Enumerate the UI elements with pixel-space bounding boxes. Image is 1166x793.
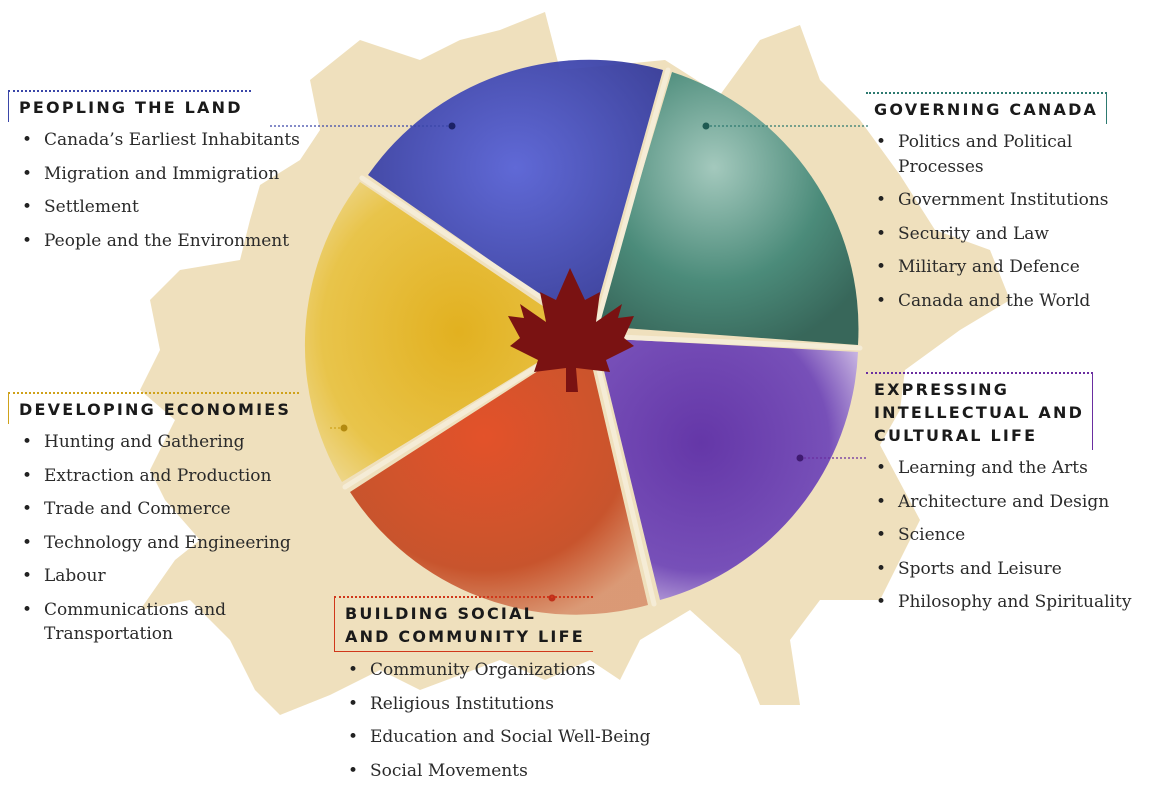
list-item: People and the Environment [8,229,308,254]
list-item: Security and Law [866,222,1156,247]
list-item: Canada and the World [866,289,1156,314]
list-item: Science [866,523,1164,548]
expressing-marker [796,454,804,462]
peopling-marker [448,122,456,130]
wheel-slice-developing [304,182,584,482]
list-item: Communications and Transportation [8,598,328,647]
theme-title: GOVERNING CANADA [866,92,1108,124]
theme-title: EXPRESSING INTELLECTUAL AND CULTURAL LIF… [866,372,1094,450]
theme-title: PEOPLING THE LAND [8,90,251,122]
list-item: Education and Social Well-Being [334,725,694,750]
list-item: Labour [8,564,328,589]
list-item: Philosophy and Spirituality [866,590,1164,615]
list-item: Social Movements [334,759,694,784]
list-item: Hunting and Gathering [8,430,328,455]
wheel-slice-governing [596,72,859,345]
list-item: Military and Defence [866,255,1156,280]
theme-developing-economies: DEVELOPING ECONOMIES Hunting and Gatheri… [8,392,328,656]
list-item: Technology and Engineering [8,531,328,556]
theme-peopling-the-land: PEOPLING THE LAND Canada’s Earliest Inha… [8,90,308,262]
list-item: Government Institutions [866,188,1156,213]
list-item: Community Organizations [334,658,694,683]
theme-item-list: Canada’s Earliest Inhabitants Migration … [8,128,308,253]
theme-expressing-intellectual-and-cultural-life: EXPRESSING INTELLECTUAL AND CULTURAL LIF… [866,372,1164,624]
list-item: Learning and the Arts [866,456,1164,481]
list-item: Architecture and Design [866,490,1164,515]
list-item: Trade and Commerce [8,497,328,522]
center-maple-leaf-icon [508,268,634,392]
theme-item-list: Community Organizations Religious Instit… [334,658,694,783]
list-item: Settlement [8,195,308,220]
list-item: Sports and Leisure [866,557,1164,582]
governing-marker [702,122,710,130]
list-item: Extraction and Production [8,464,328,489]
wheel-slice-peopling [368,59,663,330]
list-item: Politics and Political Processes [866,130,1156,179]
developing-marker [340,424,348,432]
wheel-slice-expressing [596,338,858,600]
list-item: Canada’s Earliest Inhabitants [8,128,308,153]
theme-governing-canada: GOVERNING CANADA Politics and Political … [866,92,1156,322]
wheel-slice-building [350,340,648,615]
theme-building-social-and-community-life: BUILDING SOCIAL AND COMMUNITY LIFE Commu… [334,596,694,792]
list-item: Religious Institutions [334,692,694,717]
theme-item-list: Hunting and Gathering Extraction and Pro… [8,430,328,647]
list-item: Migration and Immigration [8,162,308,187]
theme-item-list: Learning and the Arts Architecture and D… [866,456,1164,615]
theme-title: BUILDING SOCIAL AND COMMUNITY LIFE [334,596,593,652]
theme-title: DEVELOPING ECONOMIES [8,392,300,424]
theme-item-list: Politics and Political Processes Governm… [866,130,1156,313]
